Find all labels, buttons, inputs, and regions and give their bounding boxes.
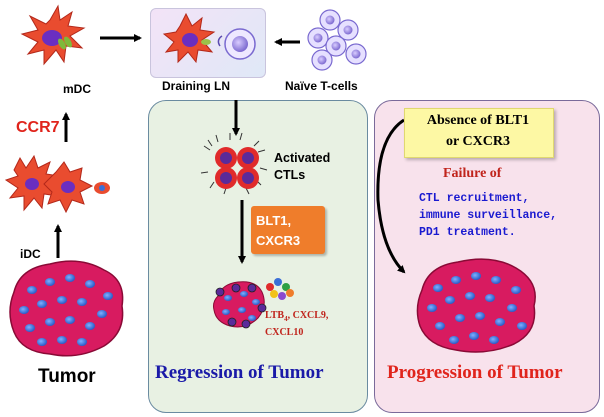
cxcl9-text: , CXCL9, (287, 310, 329, 321)
regression-title: Regression of Tumor (155, 362, 324, 383)
blt-line-1: BLT1, (256, 213, 292, 228)
arrow-absence-to-progression (376, 118, 406, 274)
tumor-mass-left (9, 260, 124, 357)
naive-tcells-label: Naïve T-cells (285, 79, 358, 93)
failure-item-1: CTL recruitment, (419, 192, 530, 205)
blt1-cxcr3-box (251, 206, 325, 254)
immature-dendritic-cell (4, 154, 110, 214)
naive-t-cells (307, 9, 367, 71)
blt1-cxcr3-label: BLT1, CXCR3 (256, 211, 300, 251)
absence-box (404, 108, 554, 158)
ltb-subscript: 4 (284, 315, 288, 323)
ln-t-cell (217, 28, 256, 60)
tumor-label: Tumor (38, 366, 96, 387)
failure-of-label: Failure of (443, 166, 502, 181)
ln-dendritic-cell (162, 12, 216, 64)
failure-item-2: immune surveillance, (419, 209, 558, 222)
idc-label: iDC (20, 247, 41, 261)
activated-ctls-label: Activated CTLs (274, 150, 330, 184)
progressing-tumor (416, 258, 536, 353)
failure-item-3: PD1 treatment. (419, 226, 516, 239)
regression-panel (148, 100, 368, 413)
mdc-label: mDC (63, 82, 92, 96)
draining-ln-label: Draining LN (162, 79, 230, 93)
ctl-failures-list: CTL recruitment, immune surveillance, PD… (419, 190, 557, 241)
mature-dendritic-cell (20, 4, 86, 66)
absence-line-1: Absence of BLT1 (426, 113, 530, 128)
blt-line-2: CXCR3 (256, 233, 301, 248)
activated-line-2: CTLs (274, 168, 306, 182)
absence-label: Absence of BLT1 or CXCR3 (404, 110, 552, 152)
activated-line-1: Activated (274, 151, 331, 165)
progression-title: Progression of Tumor (387, 362, 563, 383)
regressing-tumor (213, 278, 294, 329)
activated-ctls (200, 132, 268, 195)
cxcl10-text: CXCL10 (265, 327, 304, 338)
ccr7-label: CCR7 (16, 119, 60, 136)
ltb-text: LTB (265, 310, 285, 321)
absence-line-2: or CXCR3 (446, 134, 510, 149)
ltb4-cxcl-label: LTB4, CXCL9, CXCL10 (265, 309, 328, 339)
